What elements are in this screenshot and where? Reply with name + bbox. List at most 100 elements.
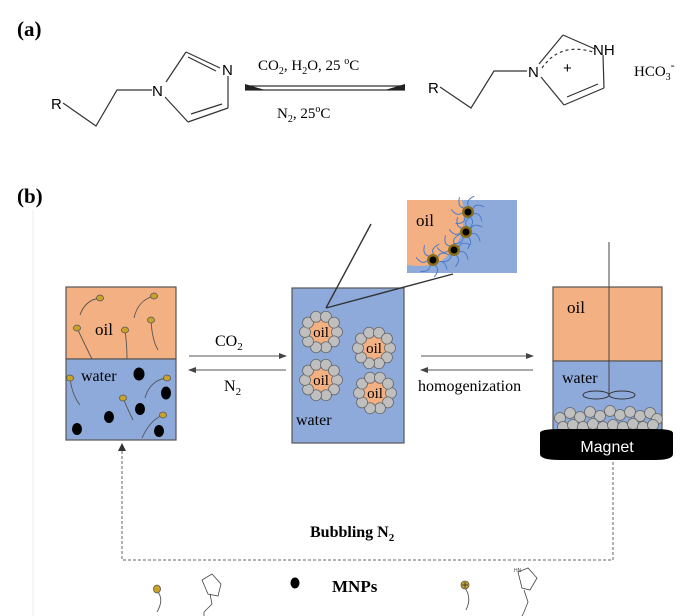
reactant-n3: N [222,62,233,79]
left-water-label: water [81,368,117,385]
settled-particle [587,418,599,430]
settled-particle [594,410,606,422]
product-charge: + [563,60,572,77]
homogenization-label: homogenization [418,378,521,395]
left-vessel: oil water [65,286,177,441]
middle-water-label: water [296,412,332,429]
reverse-conditions: N2, 25oC [277,104,330,125]
pickering-droplets: oil oil oil oil [299,310,397,415]
right-vessel: Magnet oil water [540,242,673,460]
forward-conditions: CO2, H2O, 25 oC [258,56,359,77]
recycle-loop [121,446,614,561]
nanoparticle [355,332,367,345]
co2-label: CO2 [215,333,243,353]
recycle-arrowhead [118,443,126,451]
nanoparticle [381,332,393,345]
droplet-oil-label: oil [366,341,382,357]
settled-particle [584,406,596,418]
product-molecule [439,34,605,109]
reactant-n1: N [152,83,163,100]
surfactant-heads [66,292,171,419]
droplet-oil-label: oil [313,373,329,389]
legend-neutral-imidazole [201,573,222,616]
pickering-droplet: oil [352,326,396,370]
nanoparticle [356,377,368,390]
mnp-particles [72,367,171,437]
nanoparticle [310,341,322,354]
product-n1: N [528,64,539,81]
legend-mnp-label: MNPs [332,577,378,596]
nanoparticle [320,310,332,323]
droplet-oil-label: oil [367,386,383,402]
reverse-arrowhead [245,84,265,90]
inset-leader-line [325,273,454,309]
droplet-oil-label: oil [313,325,329,341]
nanoparticle [363,357,375,370]
right-oil-phase [552,286,663,362]
product-nh: NH [593,42,615,59]
legend-charged-imidazole: HN [514,567,538,616]
nanoparticle [328,335,340,348]
left-oil-label: oil [95,320,113,339]
nanoparticle [328,316,340,329]
right-water-label: water [562,370,598,387]
settled-particle [564,407,576,419]
reactant-r-group: R [51,96,62,113]
nanoparticle [328,383,340,396]
legend-mnp-dot [290,577,300,589]
svg-text:HN: HN [514,568,522,574]
nanoparticle [310,389,322,402]
nanoparticle [320,341,332,354]
nanoparticle [302,364,314,377]
settled-particle [614,409,626,421]
magnet-base [540,429,673,460]
nanoparticle [374,402,386,415]
legend-neutral-surfactant [153,584,162,613]
left-oil-phase [65,286,177,360]
nanoparticle [381,351,393,364]
settled-particle [624,406,636,418]
middle-vessel: oil oil oil oil water [291,287,405,444]
settled-particle [604,405,616,417]
nanoparticle [310,310,322,323]
nanoparticle [328,364,340,377]
homogenization-arrows [420,353,534,373]
magnet-label: Magnet [580,439,634,456]
legend: MNPs HN [153,567,538,616]
nanoparticle [374,371,386,384]
co2-n2-arrows [188,353,287,373]
pickering-droplet: oil [299,310,343,354]
bubbling-n2-label: Bubbling N2 [310,524,395,544]
right-oil-label: oil [567,298,585,317]
forward-arrowhead [385,84,405,90]
reactant-molecule [62,51,229,127]
bicarbonate-anion: HCO3- [634,58,675,83]
nanoparticle [364,371,376,384]
nanoparticle [363,326,375,339]
panel-b-label: (b) [17,184,43,208]
legend-charged-surfactant [460,580,470,611]
inset-oil-label: oil [416,211,434,230]
nanoparticle [320,389,332,402]
settled-particle [627,418,639,430]
stirrer-blade [608,390,636,400]
pickering-droplet: oil [299,358,343,402]
pickering-droplet: oil [353,371,397,415]
nanoparticle [320,358,332,371]
nanoparticle [382,377,394,390]
settled-particle [567,419,579,431]
inset-leader-line [325,223,372,309]
nanoparticle [382,396,394,409]
panel-a-label: (a) [17,17,42,41]
coated-mnp [436,233,471,268]
interface-inset: oil [325,195,517,309]
settled-particle [607,419,619,431]
inset-particles [415,195,485,278]
equilibrium-arrow [245,84,405,91]
nanoparticle [364,402,376,415]
nanoparticle [310,358,322,371]
nanoparticle [302,316,314,329]
coated-mnp [448,215,483,250]
product-r-group: R [428,80,439,97]
